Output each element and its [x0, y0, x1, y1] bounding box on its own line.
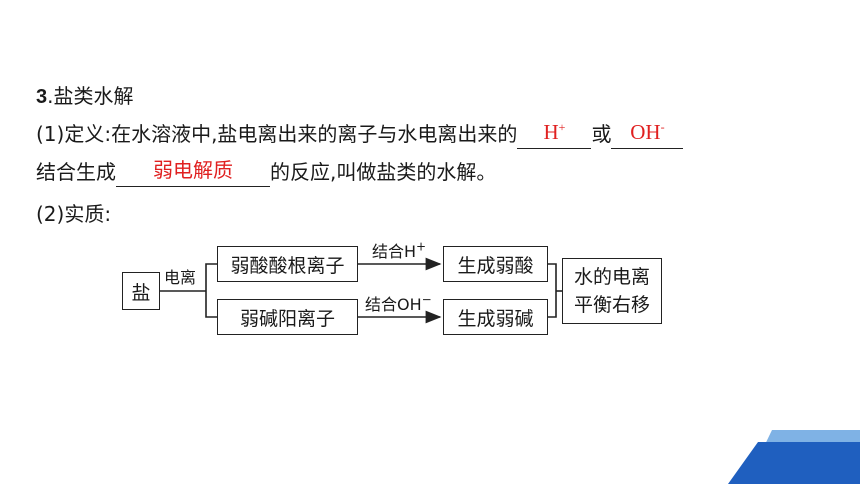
combine-h-sup: +	[416, 239, 427, 254]
salt-bracket	[205, 263, 217, 318]
weak-base-cation-box: 弱碱阳离子	[217, 299, 358, 335]
answer-blank-h: H+	[517, 118, 592, 149]
section-title: .盐类水解	[47, 84, 134, 108]
result-line-2: 平衡右移	[573, 294, 650, 316]
answer-oh-base: OH	[630, 120, 661, 144]
combine-oh-text: 结合OH	[365, 295, 422, 314]
section-heading: 3.盐类水解	[36, 82, 133, 111]
combine-h-text: 结合H	[372, 242, 417, 261]
answer-h-base: H	[543, 120, 559, 144]
answer-h-plus: H+	[517, 118, 591, 146]
essence-label: (2)实质:	[36, 202, 112, 226]
weak-acid-anion-box: 弱酸酸根离子	[217, 246, 358, 282]
weak-base-box: 生成弱碱	[443, 299, 548, 335]
weak-acid-box: 生成弱酸	[443, 246, 548, 282]
product-bracket	[548, 263, 557, 318]
combine-oh-label: 结合OH−	[365, 291, 432, 315]
line2-prefix: 结合生成	[36, 160, 116, 184]
answer-oh-sup: -	[660, 120, 665, 134]
corner-dark-band	[728, 442, 860, 484]
answer-blank-oh: OH-	[611, 118, 684, 149]
ionize-label: 电离	[164, 268, 197, 287]
salt-box: 盐	[122, 272, 160, 310]
definition-line-2: 结合生成 弱电解质 的反应,叫做盐类的水解。	[36, 158, 496, 187]
section-number: 3	[36, 86, 48, 108]
or-word: 或	[591, 122, 612, 146]
definition-prefix: (1)定义:在水溶液中,盐电离出来的离子与水电离出来的	[36, 122, 518, 146]
water-ionization-box: 水的电离 平衡右移	[562, 258, 662, 324]
combine-h-label: 结合H+	[372, 238, 426, 262]
corner-decoration	[728, 430, 860, 484]
answer-oh-minus: OH-	[611, 118, 683, 146]
combine-oh-sup: −	[421, 292, 432, 307]
answer-h-sup: +	[558, 120, 566, 134]
line2-suffix: 的反应,叫做盐类的水解。	[270, 160, 497, 184]
answer-weak-electrolyte: 弱电解质	[153, 158, 233, 182]
answer-blank-electrolyte: 弱电解质	[116, 158, 270, 187]
result-line-1: 水的电离	[573, 266, 650, 288]
